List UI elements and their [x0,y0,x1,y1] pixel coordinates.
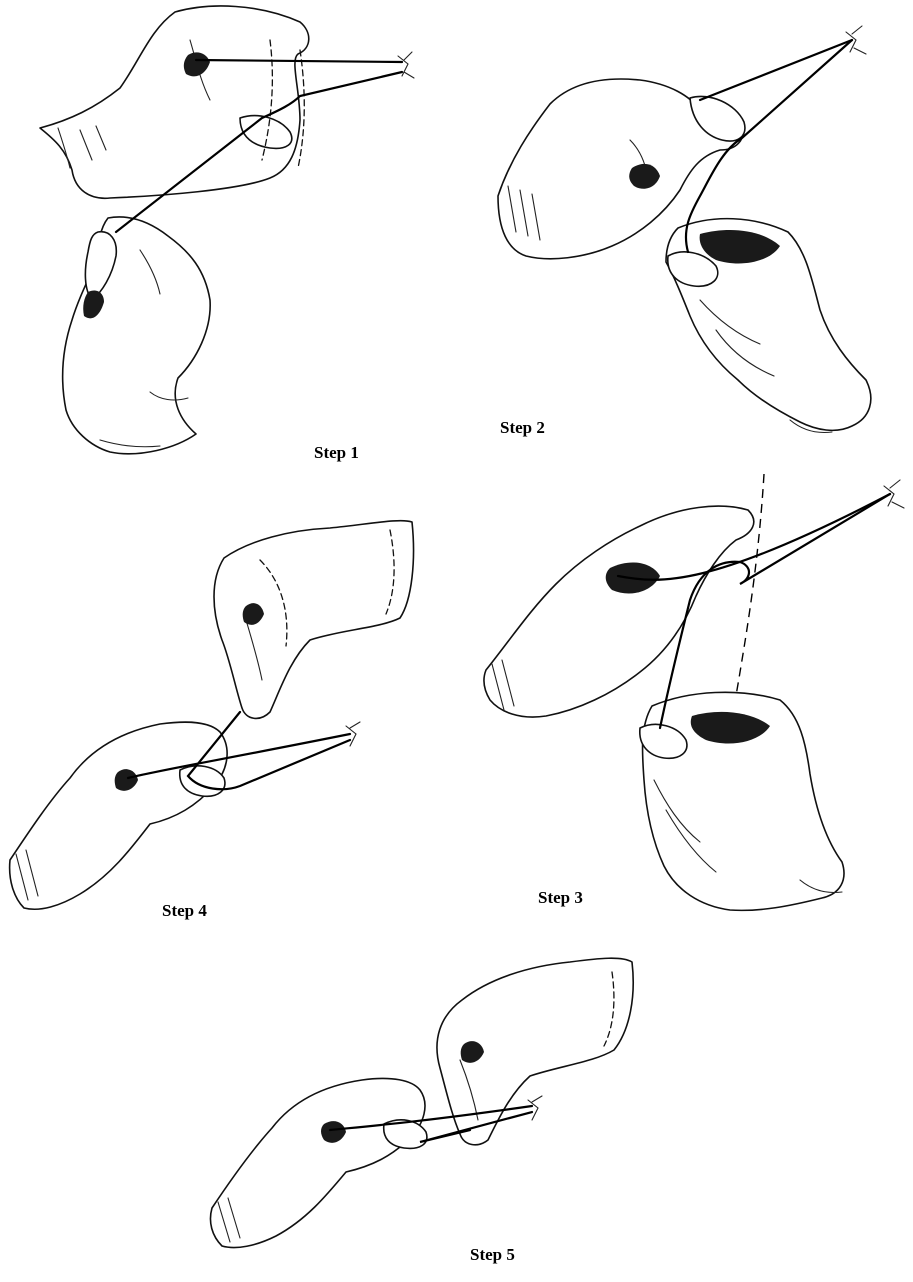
step-2-illustration [498,26,871,433]
step-1-lower-hand [63,217,211,454]
step-3-suture-end [884,480,904,508]
step-4-label: Step 4 [162,901,207,921]
step-3-label: Step 3 [538,888,583,908]
step-3-lower-hand [640,692,844,910]
step-3-illustration [484,474,904,910]
step-4-upper-hand [214,521,414,719]
step-5-illustration [210,958,633,1247]
step-1-illustration [40,6,414,454]
step-3-upper-hand [484,506,754,717]
step-4-illustration [10,521,414,910]
step-4-lower-hand [10,722,227,909]
step-2-suture-upper-strand [700,40,852,100]
step-5-upper-hand [437,958,633,1145]
step-2-suture-end [846,26,866,54]
step-2-label: Step 2 [500,418,545,438]
step-5-suture-end [528,1096,542,1120]
step-1-upper-hand [40,6,309,198]
step-2-right-hand [666,219,871,433]
step-1-label: Step 1 [314,443,359,463]
step-5-label: Step 5 [470,1245,515,1265]
step-5-lower-hand [210,1078,426,1247]
step-1-suture-end [398,52,414,78]
